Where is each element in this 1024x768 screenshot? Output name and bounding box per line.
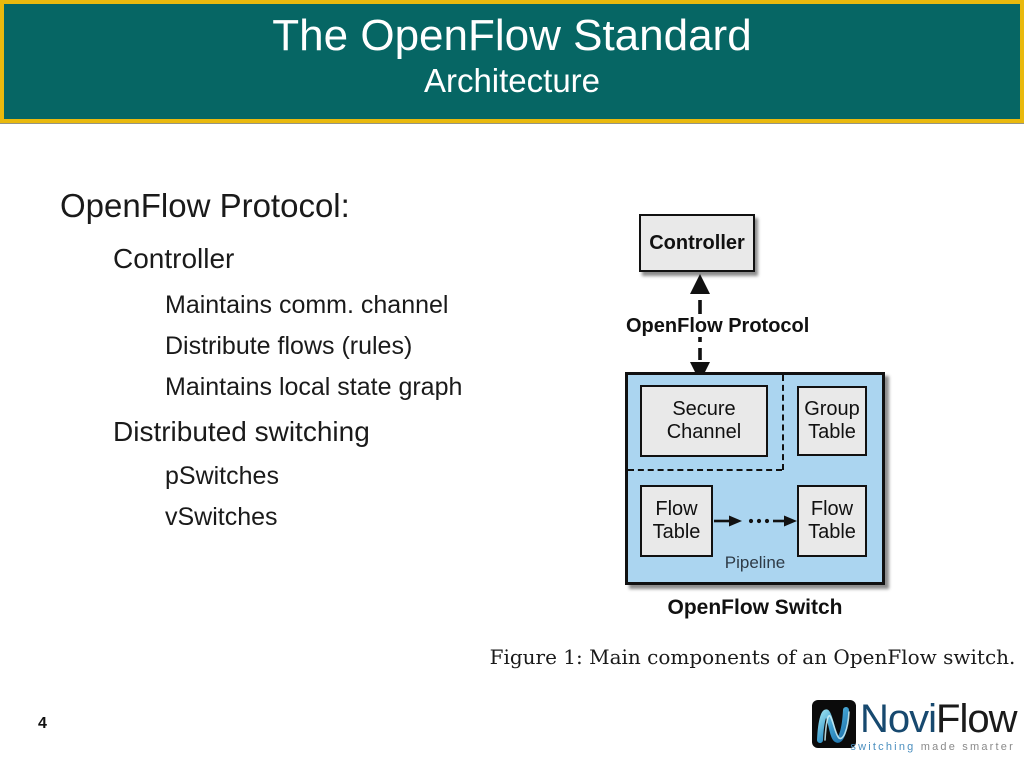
flow-table-right-box: Flow Table <box>797 485 867 557</box>
dashed-separator-vertical <box>782 375 784 470</box>
group-table-label: Group Table <box>804 398 860 443</box>
logo-text-flow: Flow <box>936 697 1017 741</box>
slide-title: The OpenFlow Standard <box>272 11 752 60</box>
flow-table-left-box: Flow Table <box>640 485 713 557</box>
page-number: 4 <box>38 715 47 732</box>
bullet-controller: Controller <box>113 243 235 274</box>
openflow-protocol-label: OpenFlow Protocol <box>626 315 810 337</box>
noviflow-logo-icon <box>812 700 856 748</box>
secure-channel-box: Secure Channel <box>640 385 768 457</box>
dashed-separator-horizontal <box>628 469 782 471</box>
noviflow-tagline: switching made smarter <box>850 741 1015 753</box>
bullet-distributed-switching: Distributed switching <box>113 416 370 447</box>
noviflow-logo-text: NoviFlow <box>860 697 1017 741</box>
tagline-switching: switching <box>850 741 916 753</box>
figure-caption: Figure 1: Main components of an OpenFlow… <box>489 645 1016 669</box>
bullet-maintains-local-state-graph: Maintains local state graph <box>165 373 463 401</box>
slide-subtitle: Architecture <box>423 61 601 99</box>
bullet-maintains-comm-channel: Maintains comm. channel <box>165 291 449 319</box>
openflow-switch-label: OpenFlow Switch <box>667 596 843 619</box>
controller-box-label: Controller <box>649 231 745 254</box>
bullet-vswitches: vSwitches <box>165 503 278 531</box>
flow-table-left-label: Flow Table <box>652 498 701 543</box>
bullet-pswitches: pSwitches <box>165 462 279 490</box>
openflow-switch-box: Secure Channel Group Table Flow Table Fl… <box>625 372 885 585</box>
noviflow-logo: NoviFlow switching made smarter <box>812 697 1017 757</box>
controller-box: Controller <box>639 214 755 272</box>
pipeline-label: Pipeline <box>724 553 786 572</box>
flow-table-right-label: Flow Table <box>808 498 856 543</box>
pipeline-dotted-arrow-icon <box>714 515 797 527</box>
group-table-box: Group Table <box>797 386 867 456</box>
logo-text-novi: Novi <box>860 697 937 741</box>
bullet-openflow-protocol: OpenFlow Protocol: <box>60 187 350 224</box>
slide-header: The OpenFlow Standard Architecture <box>0 0 1024 123</box>
bullet-distribute-flows: Distribute flows (rules) <box>165 332 413 360</box>
secure-channel-label: Secure Channel <box>666 398 742 443</box>
tagline-made-smarter: made smarter <box>920 741 1015 753</box>
